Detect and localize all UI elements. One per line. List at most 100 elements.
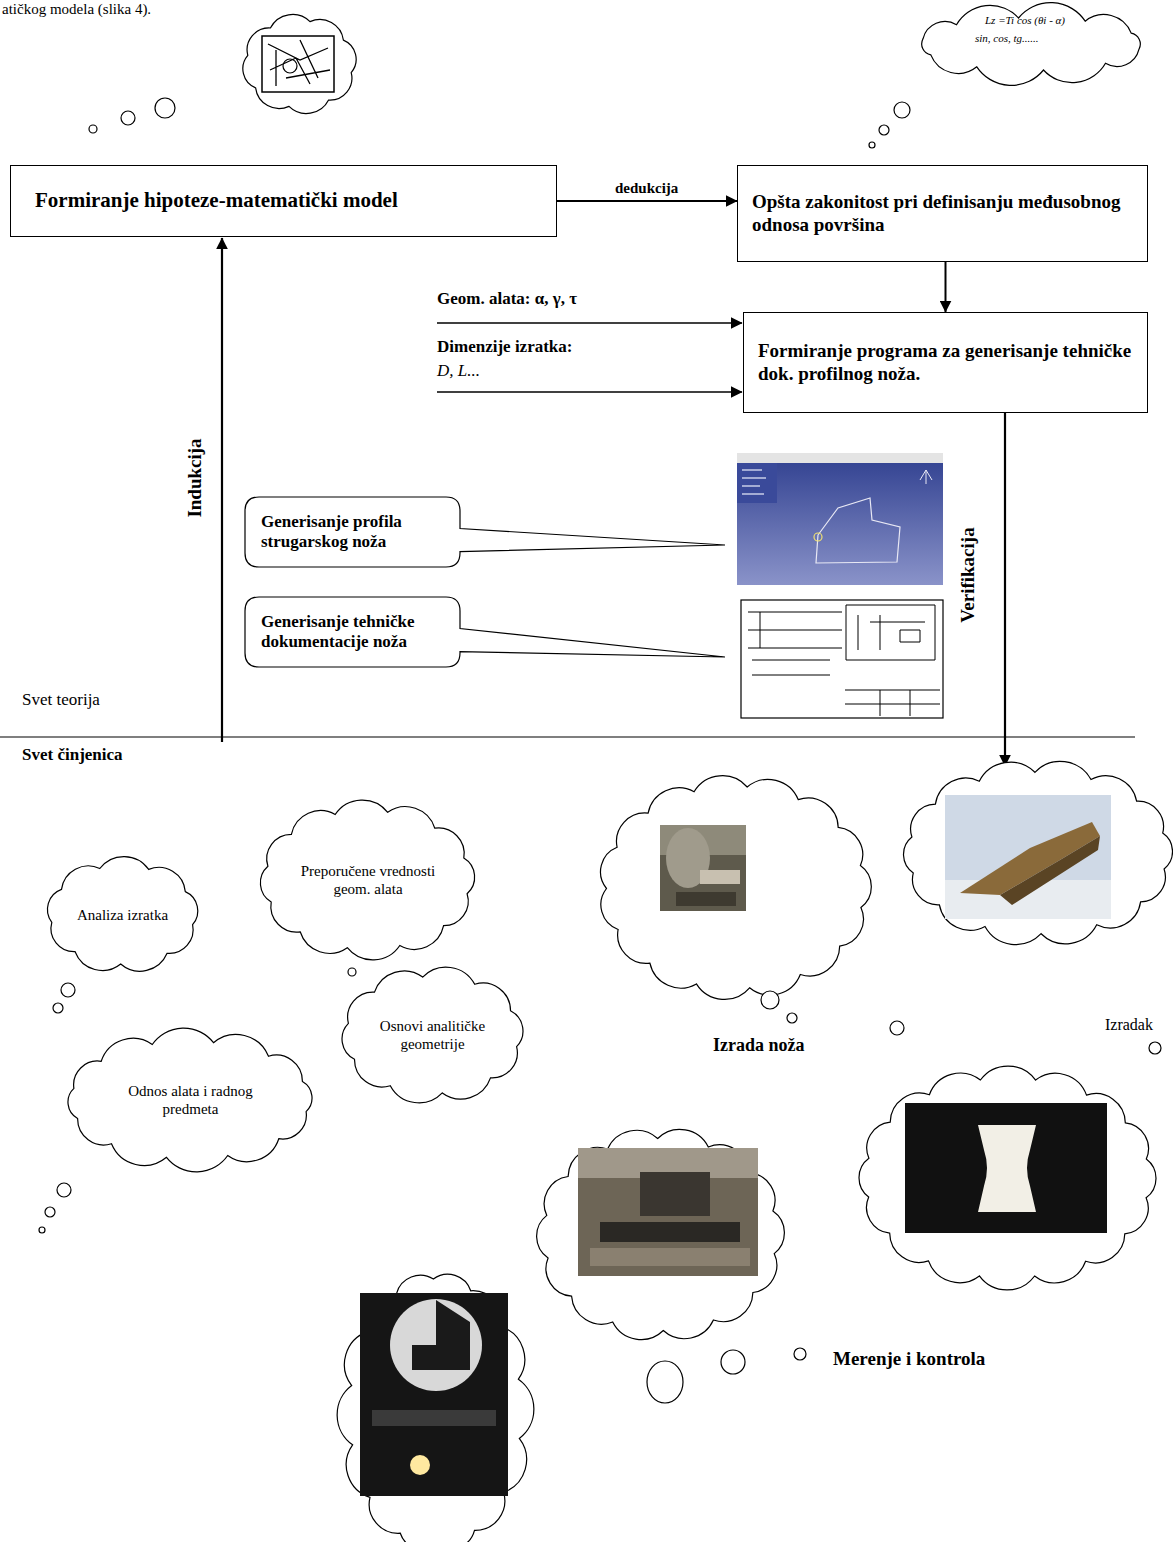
drawing-sheet [741,600,943,718]
thought-bubble [647,1361,683,1403]
lathe-photo [590,1248,750,1266]
thought-bubble [61,983,75,997]
node-outline [330,960,535,1110]
cad-screenshot [737,453,943,585]
node-outline [55,1025,325,1175]
text-holder: Formiranje hipoteze-matematički model [35,188,532,213]
edge-label: dedukcija [613,179,680,197]
workpiece-photo [978,1125,1036,1212]
text-label: sin, cos, tg...... [975,32,1039,45]
projector-photo [410,1455,430,1475]
thought-bubble [761,991,779,1009]
divider-line [0,736,1135,737]
input-arrow [437,322,742,324]
callout-box: Generisanje tehničke dokumentacije noža [245,597,460,667]
sketch-lines [283,59,297,73]
callout-outline [245,497,725,567]
text-holder: Preporučene vrednosti geom. alata [295,862,441,898]
tool-photo [1000,836,1100,905]
node-text: Osnovi analitičke geometrije [369,1017,496,1053]
node-text: Generisanje profila strugarskog noža [261,512,444,553]
machining-photo [700,870,740,884]
thought-bubble [121,111,135,125]
callout-box: Generisanje profila strugarskog noža [245,497,460,567]
callout-outline [245,597,725,667]
thought-bubble [721,1350,745,1374]
axis-label: Indukcija [184,436,207,519]
process-box: Formiranje hipoteze-matematički model [10,165,557,237]
thought-bubble [879,125,889,135]
text-label: Lz =Ti cos (θi - α) [985,14,1065,27]
thought-bubble [1149,1042,1161,1054]
cad-toolbar [737,453,943,463]
picture-cloud [859,1066,1156,1290]
text-label: Dimenzije izratka: [437,337,572,357]
thought-bubble [787,1013,797,1023]
node-text: Formiranje hipoteze-matematički model [35,188,532,213]
picture-cloud [537,1129,785,1339]
projector-photo [412,1300,470,1370]
text-label: Merenje i kontrola [833,1348,985,1371]
text-label: D, L... [437,361,480,381]
text-holder: Formiranje programa za generisanje tehni… [758,340,1133,386]
thought-bubble [45,1207,55,1217]
thought-cloud [922,3,1141,86]
node-text: Formiranje programa za generisanje tehni… [758,340,1133,386]
thought-bubble [57,1183,71,1197]
drawing-lines [748,605,940,716]
node-text: Analiza izratka [68,906,177,924]
lathe-photo [600,1222,740,1242]
text-holder: Generisanje tehničke dokumentacije noža [261,612,444,653]
cad-axis [920,470,932,484]
text-label: Svet činjenica [22,745,123,765]
thought-bubble [794,1348,806,1360]
projector-photo [372,1410,496,1426]
verification-arrow [1004,413,1006,766]
node-text: Generisanje tehničke dokumentacije noža [261,612,444,653]
tool-photo [945,795,1111,919]
text-holder: Osnovi analitičke geometrije [369,1017,496,1053]
lathe-photo [640,1172,710,1216]
cad-tree [742,470,766,494]
cloud-outline [260,800,474,960]
lathe-photo [578,1148,758,1276]
text-holder: Odnos alata i radnog predmeta [107,1082,274,1118]
thought-bubble [53,1003,63,1013]
text-holder: Analiza izratka [68,906,177,924]
input-arrow [437,391,742,393]
machining-photo [676,892,736,906]
thought-bubble [39,1227,45,1233]
thought-cloud: Analiza izratka [35,850,210,980]
text-holder: Generisanje profila strugarskog noža [261,512,444,553]
induction-arrow [221,238,223,742]
thought-cloud: Preporučene vrednosti geom. alata [250,795,485,965]
cad-profile [814,533,822,541]
cad-profile [816,498,900,563]
thought-bubble [890,1021,904,1035]
text-label: Izrada noža [713,1035,805,1057]
axis-label: Verifikacija [957,525,980,624]
text-label: Svet teorija [22,690,100,710]
process-box: Opšta zakonitost pri definisanju međusob… [737,165,1148,262]
sketch-picture [262,36,334,92]
connector-arrow [945,262,947,312]
connector-arrow [557,200,737,202]
text-label: atičkog modela (slika 4). [2,0,151,18]
process-box: Formiranje programa za generisanje tehni… [743,312,1148,413]
thought-bubble [89,125,97,133]
thought-bubble [155,98,175,118]
picture-cloud [904,761,1173,944]
node-outline [250,795,485,965]
thought-cloud [243,14,356,113]
cloud-outline [342,967,523,1103]
thought-bubble [894,102,910,118]
text-label: Izradak [1105,1015,1153,1034]
text-holder: Opšta zakonitost pri definisanju međusob… [752,191,1133,237]
text-label: Geom. alata: α, γ, τ [437,289,577,309]
thought-bubble [869,142,875,148]
thought-bubble [348,968,356,976]
node-text: Opšta zakonitost pri definisanju međusob… [752,191,1133,237]
thought-cloud: Osnovi analitičke geometrije [330,960,535,1110]
cloud-outline [68,1028,312,1172]
